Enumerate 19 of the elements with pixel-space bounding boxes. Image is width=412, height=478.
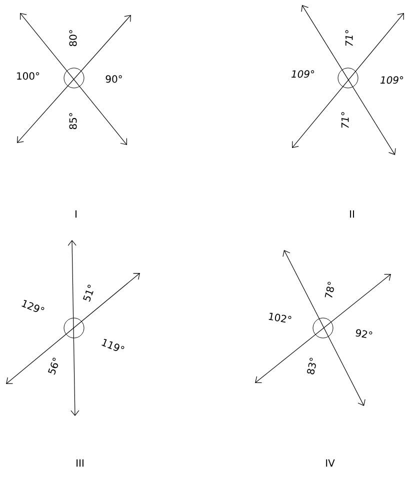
angle-label: 92° [356, 329, 372, 338]
angle-label: 71° [345, 30, 353, 46]
angle-label: 119° [102, 338, 124, 351]
angle-label: 100° [17, 72, 40, 80]
angle-label: 51° [82, 284, 94, 302]
angle-label: 78° [324, 282, 334, 298]
angle-label: 129° [22, 300, 44, 312]
angle-label: 109° [292, 70, 314, 78]
angle-label: 102° [268, 312, 292, 323]
angle-label: 109° [380, 76, 404, 84]
figure-label: III [76, 459, 84, 467]
angle-label: 56° [48, 358, 58, 375]
angle-label: 80° [69, 30, 77, 46]
angle-label: 71° [341, 112, 349, 128]
angle-label: 85° [69, 113, 77, 130]
figure-label: II [350, 210, 354, 218]
angle-label: 83° [307, 358, 316, 374]
figure-label: IV [326, 459, 335, 467]
angle-label: 90° [106, 75, 122, 83]
